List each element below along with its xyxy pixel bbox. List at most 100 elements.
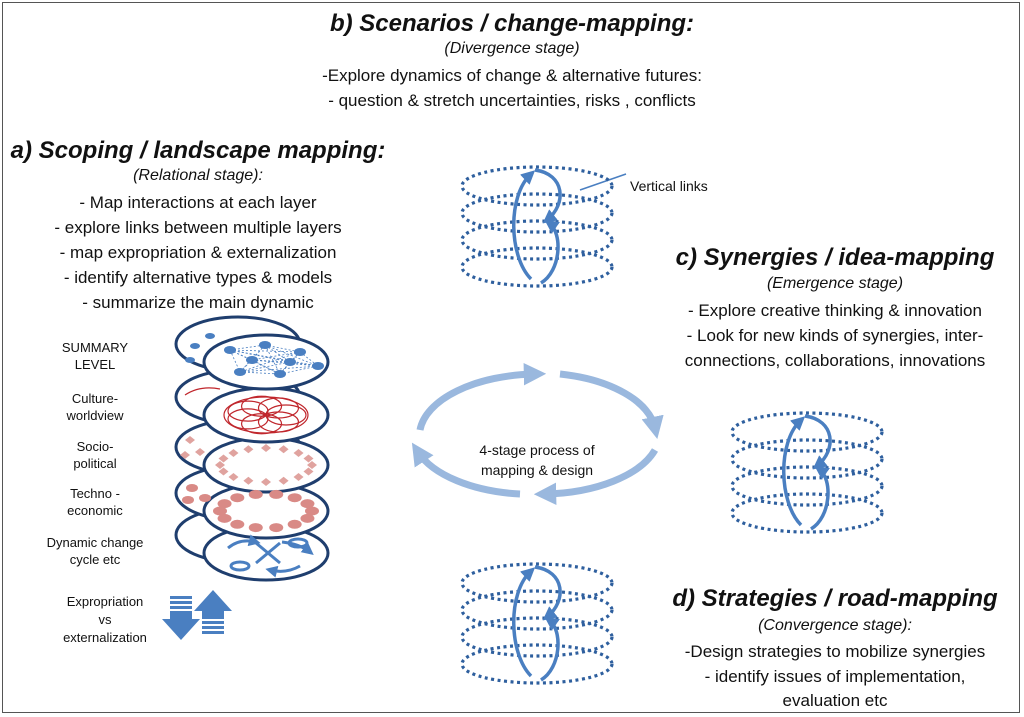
socio-diamond (303, 467, 314, 476)
techno-oval (248, 489, 263, 499)
socio-diamond (218, 467, 229, 476)
socio-diamond (180, 451, 190, 459)
culture-circle (240, 395, 283, 417)
socio-diamond (243, 476, 254, 485)
coil-top-ring (460, 219, 614, 261)
techno-oval (182, 496, 194, 504)
socio-diamond (278, 445, 289, 454)
cycle-label-line-2: mapping & design (480, 462, 594, 478)
flow-label-3: externalization (63, 630, 147, 645)
network-node (185, 357, 195, 363)
section-d-line-1: -Design strategies to mobilize synergies (684, 642, 986, 661)
vertical-links-label: Vertical links (630, 178, 708, 194)
coil-bottom-spiral (512, 567, 536, 678)
network-node (284, 358, 296, 366)
section-a-line-5: - summarize the main dynamic (82, 293, 314, 312)
coil-top-spiral (539, 219, 560, 285)
network-node (224, 346, 236, 354)
section-a-line-4: - identify alternative types & models (63, 268, 333, 287)
section-a-line-2: - explore links between multiple layers (54, 218, 342, 237)
socio-diamond (215, 461, 225, 469)
section-d-stage: (Convergence stage): (758, 617, 912, 634)
cycle-arc-bottom (533, 448, 659, 505)
process-cycle (411, 363, 664, 505)
coil-right-ring (730, 492, 884, 534)
dynamic-cross (255, 541, 281, 565)
socio-diamond (243, 445, 254, 454)
network-node (246, 356, 258, 364)
techno-oval (199, 494, 211, 502)
layer-label-dynamic-1: Dynamic change (46, 535, 144, 550)
culture-circle (227, 400, 269, 422)
section-c-line-3: connections, collaborations, innovations (684, 351, 986, 370)
socio-diamond (228, 448, 239, 457)
coil-bottom-spiral (539, 616, 560, 682)
techno-oval (287, 493, 302, 503)
techno-oval (217, 499, 232, 509)
techno-oval (213, 506, 227, 516)
socio-diamond (261, 478, 271, 486)
coil-top (460, 165, 614, 288)
techno-oval (269, 523, 284, 533)
socio-diamond (278, 476, 289, 485)
socio-diamond (261, 444, 271, 452)
dynamic-arrow (265, 564, 301, 578)
vertical-links-pointer (579, 173, 627, 191)
layer-label-socio-1: Socio- (76, 439, 114, 454)
coil-bottom-ring (460, 589, 614, 631)
techno-oval (248, 523, 263, 533)
coil-top-ring (460, 165, 614, 207)
cycle-arc-top (416, 363, 547, 431)
techno-oval (300, 513, 315, 523)
dynamic-cycle (227, 534, 314, 578)
network-node (294, 348, 306, 356)
cycle-arc-right (559, 370, 664, 439)
culture-circle (227, 408, 269, 430)
coil-bottom-ring (460, 562, 614, 604)
section-c-line-2: - Look for new kinds of synergies, inter… (686, 326, 984, 345)
cycle-label-line-1: 4-stage process of (479, 442, 595, 458)
socio-diamond (195, 448, 205, 456)
coil-top-spiral (534, 168, 562, 224)
socio-diamonds (180, 436, 317, 486)
network-node (259, 341, 271, 349)
layer-label-techno-2: economic (67, 503, 123, 518)
layer-label-socio-2: political (73, 456, 117, 471)
dynamic-node (287, 537, 309, 549)
section-d-line-2: - identify issues of implementation, (704, 667, 966, 686)
section-d-line-3: evaluation etc (782, 691, 888, 710)
coil-right-spiral (804, 414, 832, 470)
socio-diamond (293, 473, 304, 482)
layer-label-dynamic-2: cycle etc (69, 552, 121, 567)
network-node (190, 343, 200, 349)
layer-label-summary-2: LEVEL (74, 357, 116, 372)
coil-bottom-ring (460, 616, 614, 658)
section-c-line-1: - Explore creative thinking & innovation (688, 301, 982, 320)
layer-label-techno-1: Techno - (70, 486, 120, 501)
coil-diagrams (460, 165, 884, 685)
down-arrow (162, 596, 200, 640)
techno-oval (230, 519, 245, 529)
techno-ovals (182, 484, 319, 533)
socio-diamond (185, 436, 195, 444)
coil-right-ring (730, 411, 884, 453)
techno-oval (186, 484, 198, 492)
coil-top-ring (460, 246, 614, 288)
flow-label-1: Expropriation (66, 594, 144, 609)
flow-label-2: vs (98, 612, 112, 627)
layer-label-culture-2: worldview (66, 408, 124, 423)
coil-top-spiral (512, 170, 536, 281)
coil-bottom-spiral (534, 565, 562, 621)
section-b-stage: (Divergence stage) (444, 40, 580, 57)
section-b-line-1: -Explore dynamics of change & alternativ… (322, 66, 702, 85)
coil-right-spiral (782, 416, 806, 527)
layer-stack (174, 315, 330, 582)
coil-right (730, 411, 884, 534)
network-node (312, 362, 324, 370)
techno-oval (305, 506, 319, 516)
coil-right-spiral (809, 465, 830, 531)
techno-oval (230, 493, 245, 503)
layer-label-summary-1: SUMMARY (61, 340, 129, 355)
